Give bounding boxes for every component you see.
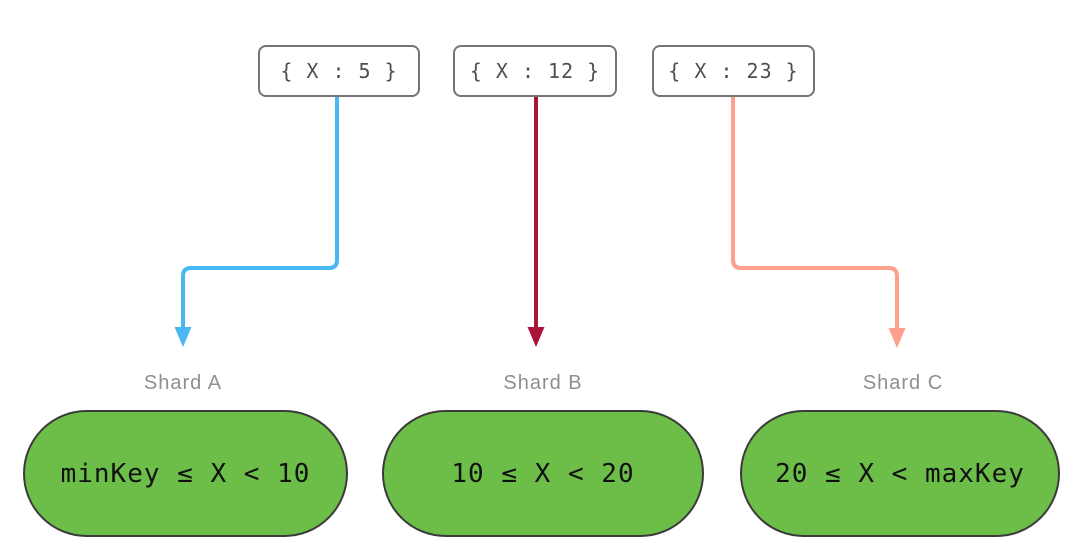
arrowhead-shard-a-icon bbox=[174, 327, 192, 347]
shard-a-range-text: minKey ≤ X < 10 bbox=[60, 458, 311, 489]
shard-c-range-text: 20 ≤ X < maxKey bbox=[775, 458, 1025, 489]
shard-a-range-pill: minKey ≤ X < 10 bbox=[23, 410, 348, 537]
document-box-x12: { X : 12 } bbox=[453, 45, 617, 97]
document-text: { X : 5 } bbox=[280, 59, 398, 83]
shard-b-range-text: 10 ≤ X < 20 bbox=[451, 458, 635, 489]
document-box-x5: { X : 5 } bbox=[258, 45, 420, 97]
document-text: { X : 23 } bbox=[668, 59, 799, 83]
arrow-x23-to-shard-c bbox=[731, 97, 899, 330]
arrowhead-shard-c-icon bbox=[888, 328, 906, 348]
shard-c-range-pill: 20 ≤ X < maxKey bbox=[740, 410, 1060, 537]
document-box-x23: { X : 23 } bbox=[652, 45, 815, 97]
shard-b-range-pill: 10 ≤ X < 20 bbox=[382, 410, 704, 537]
shard-a-label: Shard A bbox=[143, 372, 223, 394]
arrow-x5-to-shard-a bbox=[181, 97, 339, 329]
shard-c-label: Shard C bbox=[862, 372, 944, 394]
document-text: { X : 12 } bbox=[469, 59, 601, 83]
shard-b-label: Shard B bbox=[503, 372, 583, 394]
arrowhead-shard-b-icon bbox=[527, 327, 545, 347]
